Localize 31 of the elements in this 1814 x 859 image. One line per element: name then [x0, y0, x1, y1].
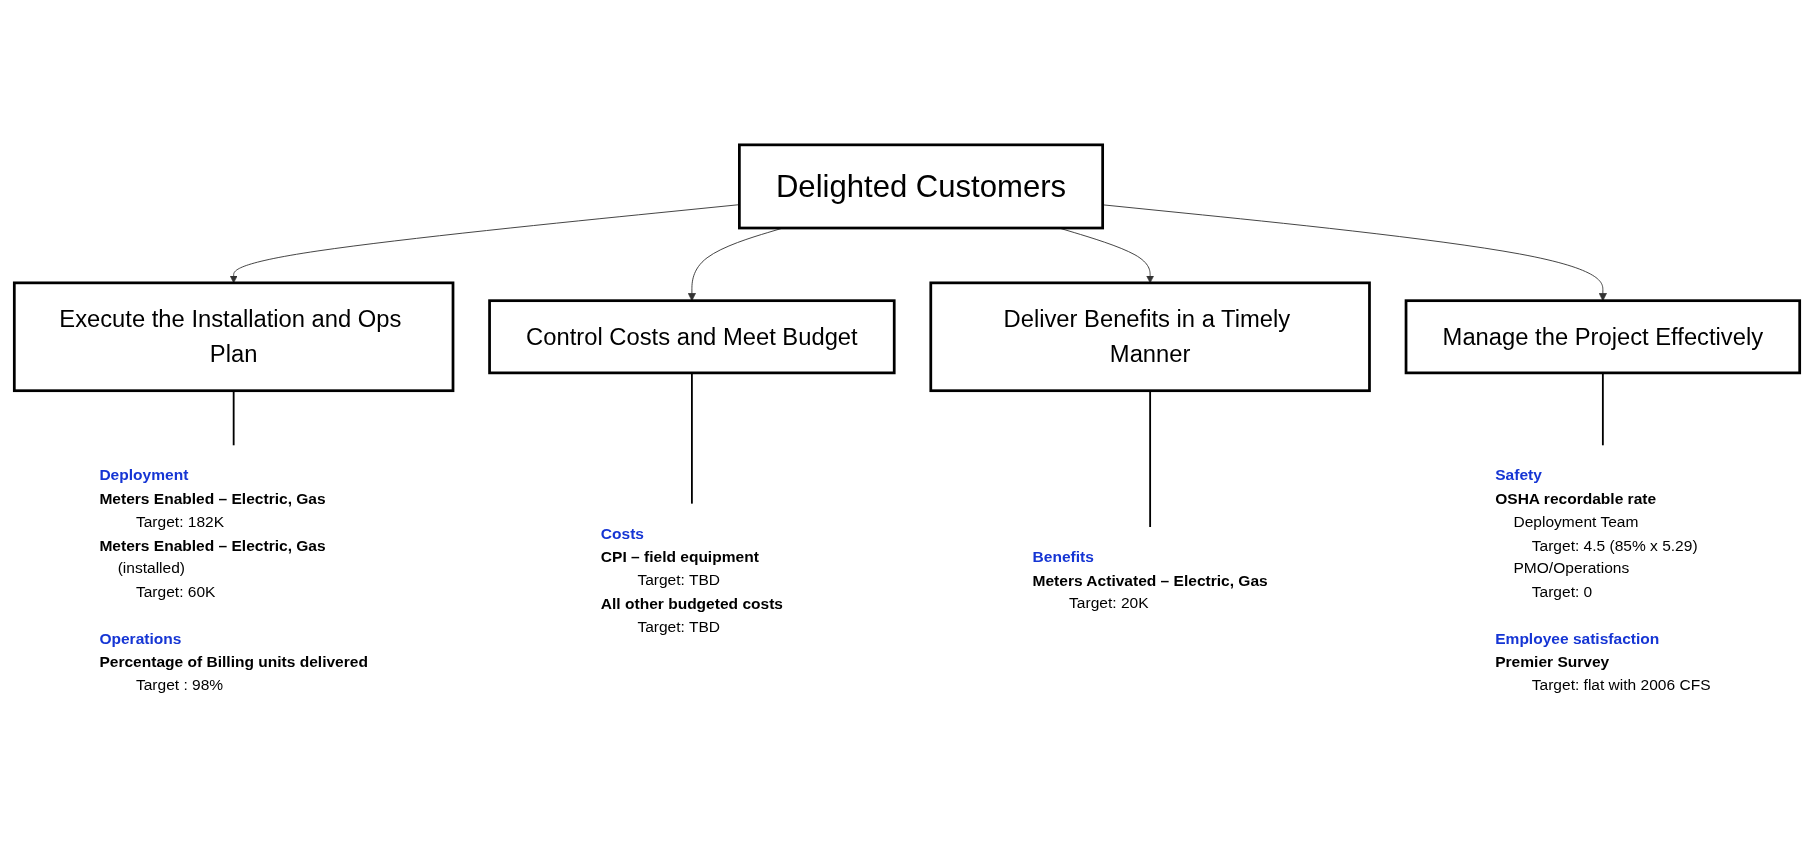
- node-label: Target: TBD: [637, 570, 720, 589]
- node-label: Meters Enabled – Electric, Gas: [99, 535, 326, 554]
- node-box: Control Costs and Meet Budget: [488, 298, 896, 374]
- node-label: Target: 20K: [1069, 594, 1149, 612]
- node-label: OSHA recordable rate: [1495, 489, 1657, 507]
- node-label: Costs: [600, 524, 644, 542]
- node-label: PMO/Operations: [1513, 559, 1630, 577]
- node-label: All other budgeted costs: [600, 594, 783, 612]
- node-label: Meters Enabled – Electric, Gas: [99, 489, 326, 507]
- node-label: Premier Survey: [1495, 652, 1610, 670]
- node-label: Target: 4.5 (85% x 5.29): [1531, 535, 1698, 554]
- node-label: Target: 182K: [135, 512, 225, 531]
- node-label: Benefits: [1032, 547, 1094, 565]
- node-box: Manage the Project Effectively: [1404, 298, 1802, 374]
- node-label: Deployment: [99, 466, 189, 484]
- node-label: Deployment Team: [1513, 512, 1639, 531]
- node-label: Target : 98%: [135, 675, 224, 694]
- node-label: Employee satisfaction: [1495, 629, 1660, 647]
- node-box: Execute the Installation and Ops Plan: [12, 281, 455, 392]
- node-label: Target: 60K: [135, 582, 216, 600]
- node-label: Target: TBD: [637, 617, 720, 635]
- node-label: (installed): [117, 559, 186, 577]
- node-label: Percentage of Billing units delivered: [99, 652, 368, 670]
- node-box: Delighted Customers: [738, 143, 1104, 229]
- node-label: Target: flat with 2006 CFS: [1531, 675, 1711, 694]
- node-label: CPI – field equipment: [600, 547, 759, 565]
- node-label: Target: 0: [1531, 582, 1593, 600]
- node-label: Meters Activated – Electric, Gas: [1032, 570, 1268, 589]
- node-box: Deliver Benefits in a Timely Manner: [929, 281, 1371, 392]
- node-label: Safety: [1495, 466, 1542, 484]
- node-label: Operations: [99, 629, 182, 647]
